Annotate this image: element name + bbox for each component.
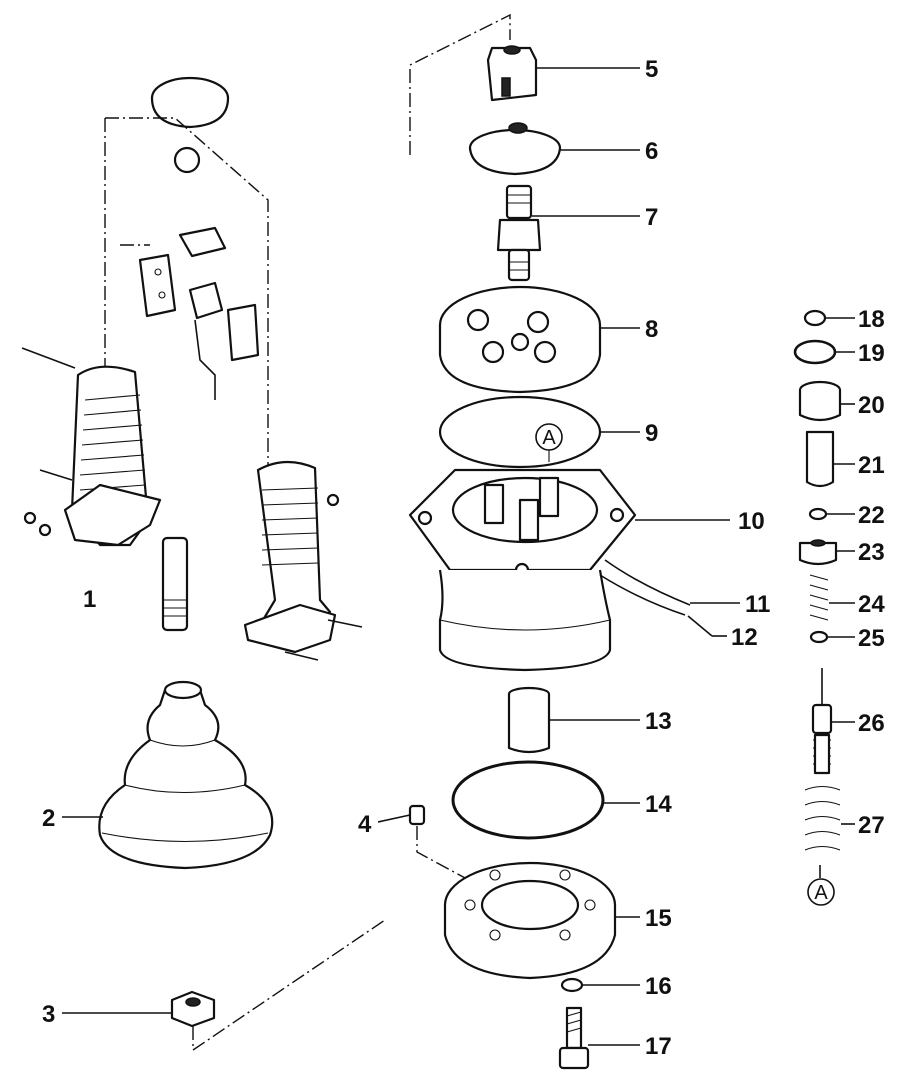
callout-23: 23 bbox=[858, 539, 885, 566]
callout-12: 12 bbox=[731, 624, 758, 651]
callout-8: 8 bbox=[645, 316, 658, 343]
flange bbox=[468, 122, 562, 176]
bolt bbox=[558, 1006, 590, 1070]
spool-parts bbox=[793, 309, 842, 878]
callout-11: 11 bbox=[745, 591, 770, 618]
callout-16: 16 bbox=[645, 973, 672, 1000]
callout-14: 14 bbox=[645, 791, 672, 818]
o-ring-large bbox=[451, 760, 605, 840]
callout-9: 9 bbox=[645, 420, 658, 447]
valve-body bbox=[408, 468, 691, 672]
callout-25: 25 bbox=[858, 625, 885, 652]
callout-13: 13 bbox=[645, 708, 672, 735]
svg-text:A: A bbox=[542, 427, 556, 449]
gasket bbox=[438, 395, 602, 469]
rubber-boot bbox=[98, 680, 274, 870]
callout-21: 21 bbox=[858, 452, 885, 479]
callout-17: 17 bbox=[645, 1033, 672, 1060]
reference-mark-a-bottom: A bbox=[807, 878, 835, 906]
callout-27: 27 bbox=[858, 812, 885, 839]
base-plate bbox=[443, 861, 617, 980]
callout-10: 10 bbox=[738, 508, 765, 535]
top-plate bbox=[438, 285, 602, 394]
callout-5: 5 bbox=[645, 56, 658, 83]
callout-19: 19 bbox=[858, 340, 885, 367]
sleeve bbox=[507, 686, 551, 754]
callout-numbers: 1 2 3 4 5 6 7 8 9 10 11 12 13 14 15 16 1… bbox=[42, 56, 885, 1060]
plug bbox=[408, 804, 479, 886]
svg-text:A: A bbox=[814, 882, 828, 904]
handle-assembly bbox=[21, 76, 363, 661]
washer bbox=[560, 977, 584, 993]
callout-24: 24 bbox=[858, 591, 885, 618]
universal-joint bbox=[496, 184, 542, 282]
leader-lines bbox=[62, 67, 855, 1046]
callout-4: 4 bbox=[358, 811, 372, 838]
callout-15: 15 bbox=[645, 905, 672, 932]
callout-26: 26 bbox=[858, 710, 885, 737]
callout-22: 22 bbox=[858, 502, 885, 529]
callout-2: 2 bbox=[42, 805, 55, 832]
callout-3: 3 bbox=[42, 1001, 55, 1028]
nut bbox=[170, 919, 386, 1052]
callout-1: 1 bbox=[83, 586, 96, 613]
callout-7: 7 bbox=[645, 204, 658, 231]
reference-mark-a-top: A bbox=[535, 423, 563, 462]
coupling-nut bbox=[486, 45, 538, 102]
callout-20: 20 bbox=[858, 392, 885, 419]
callout-6: 6 bbox=[645, 138, 658, 165]
callout-18: 18 bbox=[858, 306, 885, 333]
guide-line-top bbox=[409, 13, 511, 155]
